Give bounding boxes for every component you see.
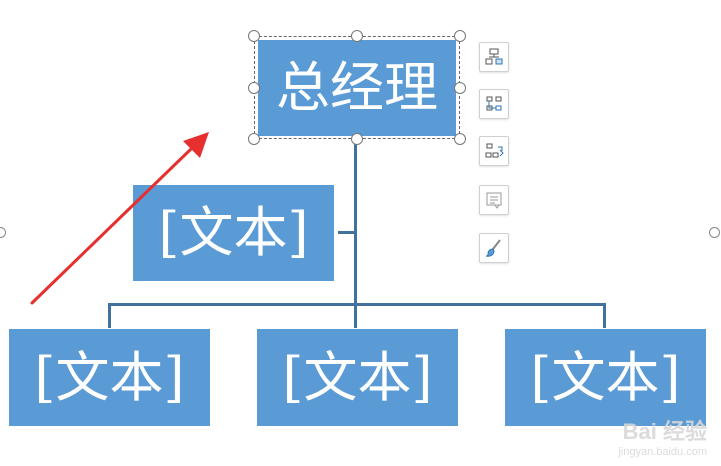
org-node-assistant-label: [文本] — [158, 201, 309, 264]
org-node-child-3[interactable]: [文本] — [505, 329, 706, 426]
watermark: Bai 经验 jingyan.baidu.com — [618, 414, 707, 458]
org-node-top[interactable]: 总经理 — [258, 40, 456, 136]
connector-left-drop — [108, 303, 111, 328]
layout-options-icon — [485, 48, 503, 65]
add-shape-icon — [486, 96, 502, 111]
layout-button[interactable] — [479, 136, 509, 166]
connector-right-drop — [603, 303, 606, 328]
resize-handle-sw[interactable] — [248, 133, 260, 145]
slide-right-handle[interactable] — [709, 227, 720, 238]
style-brush-icon — [485, 239, 501, 257]
org-node-assistant[interactable]: [文本] — [133, 185, 334, 281]
style-brush-button[interactable] — [479, 233, 509, 263]
resize-handle-nw[interactable] — [248, 30, 260, 42]
connector-horizontal — [108, 303, 606, 306]
org-node-child-2-label: [文本] — [282, 345, 433, 409]
slide-left-handle[interactable] — [0, 227, 6, 238]
org-node-child-1[interactable]: [文本] — [9, 329, 210, 426]
connector-assistant — [338, 231, 356, 234]
org-node-child-3-label: [文本] — [530, 345, 681, 409]
resize-handle-e[interactable] — [454, 82, 466, 94]
resize-handle-ne[interactable] — [454, 30, 466, 42]
text-pane-button[interactable] — [479, 185, 509, 215]
selection-frame — [254, 36, 460, 139]
org-node-child-2[interactable]: [文本] — [257, 329, 458, 426]
watermark-url: jingyan.baidu.com — [618, 446, 707, 458]
resize-handle-n[interactable] — [351, 30, 363, 42]
layout-icon — [485, 143, 504, 158]
text-pane-icon — [486, 192, 502, 209]
org-node-top-label: 总经理 — [276, 56, 438, 119]
resize-handle-se[interactable] — [454, 133, 466, 145]
watermark-brand: Bai 经验 — [622, 419, 707, 444]
resize-handle-w[interactable] — [248, 82, 260, 94]
org-node-child-1-label: [文本] — [34, 345, 185, 409]
resize-handle-s[interactable] — [351, 133, 363, 145]
layout-options-button[interactable] — [479, 42, 509, 72]
add-shape-button[interactable] — [479, 89, 509, 119]
